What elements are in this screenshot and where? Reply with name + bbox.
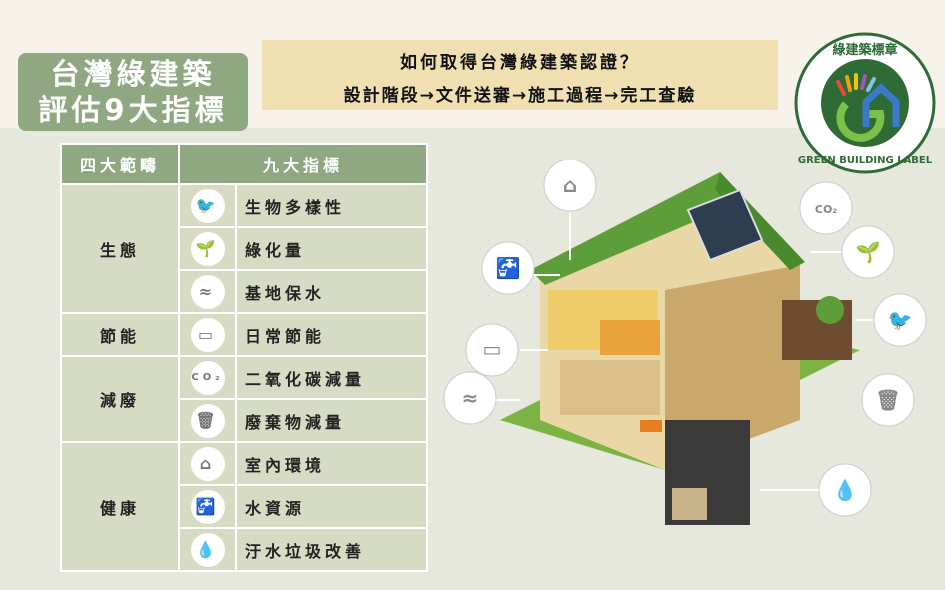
indicator-label: 水資源: [235, 484, 428, 529]
bird-icon-bubble: [873, 293, 927, 347]
page-title: 台灣綠建築 評估9大指標: [18, 53, 248, 131]
green-house-illustration: ⌂ CO₂ 🚰 🌱 ▭ 🐦 ≈ 🗑 💧: [443, 160, 927, 525]
table-row: 💧 汙水垃圾改善: [61, 527, 428, 572]
svg-text:🗑: 🗑: [875, 388, 900, 412]
faucet-icon: 🚰: [190, 489, 225, 524]
plant-hand-icon-bubble: [841, 225, 895, 279]
indicator-label: 二氧化碳減量: [235, 355, 428, 400]
table-row: 健康 ⌂ 室內環境: [60, 441, 428, 572]
indicator-label: 汙水垃圾改善: [235, 527, 428, 572]
indicator-label: 綠化量: [235, 226, 428, 271]
table-row: 節能 ▭ 日常節能: [60, 312, 428, 357]
indicator-label: 生物多樣性: [235, 183, 428, 228]
title-line-1: 台灣綠建築: [50, 57, 216, 91]
air-conditioner-icon-bubble: [465, 323, 519, 377]
banner-question: 如何取得台灣綠建築認證？: [400, 53, 640, 73]
water-drops-icon: 💧: [190, 532, 225, 567]
header-categories: 四大範疇: [60, 143, 180, 185]
table-row: 🚰 水資源: [61, 484, 428, 529]
water-soil-icon-bubble: [443, 371, 497, 425]
trash-icon: 🗑: [190, 403, 225, 438]
bird-icon: 🐦: [190, 188, 225, 223]
header-indicators: 九大指標: [178, 143, 428, 185]
water-drops-icon-bubble: [818, 463, 872, 517]
category-waste: 減廢: [60, 355, 180, 443]
logo-en-text: GREEN BUILDING LABEL: [798, 155, 933, 166]
indicator-label: 日常節能: [235, 312, 428, 357]
table-row: 🗑 廢棄物減量: [61, 398, 428, 443]
title-line-2: 評估9大指標: [38, 93, 228, 127]
table-row: 生態 🐦 生物多樣性: [60, 183, 428, 314]
home-icon-bubble: [543, 160, 597, 212]
logo-zh-text: 綠建築標章: [832, 42, 897, 58]
table-row: 減廢 CO₂ 二氧化碳減量: [60, 355, 428, 443]
svg-text:💧: 💧: [833, 478, 858, 502]
green-building-label-logo: 綠建築標章 GREEN BUILDING LABEL: [794, 32, 936, 174]
table-row: 🌱 綠化量: [61, 226, 428, 271]
trash-icon-bubble: [861, 373, 915, 427]
plant-hand-icon: 🌱: [190, 231, 225, 266]
svg-text:🚰: 🚰: [496, 256, 521, 280]
category-ecology: 生態: [60, 183, 180, 314]
air-conditioner-icon: ▭: [190, 317, 225, 352]
indicator-label: 廢棄物減量: [235, 398, 428, 443]
svg-text:⌂: ⌂: [563, 173, 577, 197]
water-soil-icon: ≈: [190, 274, 225, 309]
co2-icon-bubble: [799, 181, 853, 235]
category-energy: 節能: [60, 312, 180, 357]
svg-text:🌱: 🌱: [856, 240, 881, 264]
faucet-icon-bubble: [481, 241, 535, 295]
indicator-table: 四大範疇 九大指標 生態 🐦 生物多樣性 🌱 綠化量 ≈ 基地保水 節能 ▭ 日…: [60, 143, 428, 572]
category-health: 健康: [60, 441, 180, 572]
certification-banner: 如何取得台灣綠建築認證？ 設計階段→文件送審→施工過程→完工查驗: [262, 40, 778, 110]
co2-cloud-icon: CO₂: [190, 360, 225, 395]
table-row: ≈ 基地保水: [61, 269, 428, 314]
svg-text:▭: ▭: [483, 337, 502, 361]
svg-text:🐦: 🐦: [888, 308, 913, 332]
svg-text:≈: ≈: [462, 386, 479, 410]
svg-text:CO₂: CO₂: [815, 203, 837, 216]
banner-steps: 設計階段→文件送審→施工過程→完工查驗: [343, 86, 697, 106]
indicator-label: 室內環境: [235, 441, 428, 486]
home-icon: ⌂: [190, 446, 225, 481]
indicator-label: 基地保水: [235, 269, 428, 314]
